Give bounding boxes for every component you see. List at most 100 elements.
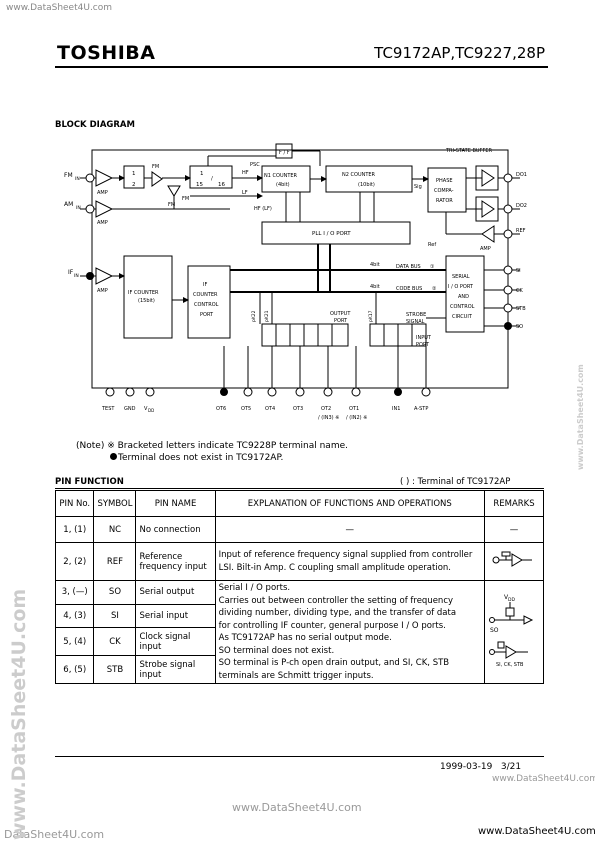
- block-diagram-title: BLOCK DIAGRAM: [55, 120, 135, 130]
- svg-text:IF: IF: [203, 282, 207, 288]
- svg-text:INPUT: INPUT: [416, 335, 432, 341]
- svg-text:OT2: OT2: [321, 406, 331, 412]
- svg-text:RATOR: RATOR: [436, 198, 453, 204]
- footer-watermark-2[interactable]: www.DataSheet4U.com: [232, 801, 362, 814]
- pin-function-title: PIN FUNCTION: [55, 477, 124, 487]
- table-row: 2, (2) REF Reference frequency input Inp…: [54, 542, 545, 581]
- svg-text:CK: CK: [516, 288, 523, 294]
- svg-text:DO1: DO1: [516, 172, 527, 178]
- footer-watermark-4[interactable]: www.DataSheet4U.com: [478, 826, 595, 837]
- svg-text:DATA BUS: DATA BUS: [396, 264, 421, 270]
- pin-title-rule: [55, 488, 544, 489]
- svg-text:SO: SO: [490, 627, 499, 634]
- svg-text:COUNTER: COUNTER: [193, 292, 218, 298]
- svg-text:OUTPUT: OUTPUT: [330, 311, 351, 317]
- svg-text:HF: HF: [242, 170, 249, 176]
- top-watermark-link[interactable]: www.DataSheet4U.com: [6, 3, 113, 13]
- svg-text:OT6: OT6: [216, 406, 226, 412]
- footer-date: 1999-03-19 3/21: [440, 762, 522, 772]
- svg-text:SO: SO: [516, 324, 523, 330]
- svg-text:STROBE: STROBE: [406, 312, 426, 318]
- svg-text:2: 2: [132, 182, 136, 188]
- svg-text:pK17: pK17: [368, 310, 374, 322]
- svg-text:CODE BUS: CODE BUS: [396, 286, 422, 292]
- svg-text:Ref: Ref: [428, 242, 436, 248]
- footer-rule: [55, 756, 544, 757]
- svg-text:AND: AND: [458, 294, 469, 300]
- svg-text:PORT: PORT: [334, 318, 348, 324]
- table-row: 5, (4) CK Clock signal input: [54, 627, 544, 657]
- svg-text:FM: FM: [182, 196, 189, 202]
- svg-text:SI, CK, STB: SI, CK, STB: [496, 662, 524, 668]
- svg-text:(4bit): (4bit): [276, 182, 290, 188]
- label-fmin: FM: [64, 172, 73, 179]
- pin-function-table: PIN No. SYMBOL PIN NAME EXPLANATION OF F…: [54, 490, 545, 684]
- svg-text:/: /: [211, 176, 213, 182]
- svg-text:AMP: AMP: [97, 220, 108, 226]
- svg-text:1: 1: [200, 171, 204, 177]
- side-watermark-right: www.DataSheet4U.com: [576, 364, 585, 470]
- serial-io-schematic: V DD SO SI, CK, STB: [483, 580, 545, 684]
- svg-text:4bit: 4bit: [370, 262, 380, 268]
- svg-text:AMP: AMP: [480, 246, 491, 252]
- svg-text:V: V: [144, 406, 148, 412]
- brand-logo: TOSHIBA: [57, 42, 156, 64]
- svg-text:DD: DD: [508, 597, 515, 603]
- block-diagram: FM IN AM IN IF IN AMP AMP AMP FM FM FM 1…: [64, 143, 527, 421]
- svg-text:PSC: PSC: [250, 162, 260, 168]
- svg-text:AM: AM: [64, 201, 73, 208]
- svg-text:COMPA-: COMPA-: [434, 188, 454, 194]
- svg-text:N1 COUNTER: N1 COUNTER: [264, 173, 298, 179]
- io-circuit-icon: V DD SO SI, CK, STB: [488, 594, 534, 668]
- svg-text:TRI-STATE BUFFER: TRI-STATE BUFFER: [445, 148, 492, 154]
- col-symbol: SYMBOL: [93, 490, 137, 517]
- svg-text:REF: REF: [516, 228, 526, 234]
- footer-watermark-3[interactable]: DataSheet4U.com: [4, 828, 105, 841]
- svg-text:(10bit): (10bit): [358, 182, 375, 188]
- svg-text:15: 15: [196, 182, 203, 188]
- svg-text:pK22: pK22: [251, 310, 257, 322]
- col-explanation: EXPLANATION OF FUNCTIONS AND OPERATIONS: [214, 490, 485, 517]
- svg-text:FM: FM: [152, 164, 159, 170]
- svg-text:(15bit): (15bit): [138, 298, 155, 304]
- svg-text:①: ①: [430, 264, 435, 270]
- svg-text:IF COUNTER: IF COUNTER: [128, 290, 159, 296]
- svg-text:HF (LF): HF (LF): [254, 206, 272, 212]
- svg-text:F / F: F / F: [279, 150, 290, 156]
- svg-text:pK21: pK21: [264, 310, 270, 322]
- pin-function-legend: ( ) : Terminal of TC9172AP: [400, 477, 511, 487]
- svg-text:OT4: OT4: [265, 406, 275, 412]
- note-line-1: (Note) ※ Bracketed letters indicate TC92…: [76, 441, 348, 451]
- svg-text:LF: LF: [242, 190, 248, 196]
- svg-text:Sig: Sig: [414, 184, 422, 190]
- svg-text:FM: FM: [168, 202, 175, 208]
- svg-text:SIGNAL: SIGNAL: [406, 319, 425, 325]
- svg-text:OT1: OT1: [349, 406, 359, 412]
- svg-text:PHASE: PHASE: [436, 178, 453, 184]
- svg-text:PLL I / O PORT: PLL I / O PORT: [312, 231, 351, 237]
- svg-text:16: 16: [218, 182, 225, 188]
- filled-dot-icon: [110, 453, 117, 460]
- side-watermark-left: www.DataSheet4U.com: [8, 588, 30, 840]
- header-rule: [55, 66, 548, 68]
- col-pin-no: PIN No.: [54, 490, 95, 517]
- svg-text:/ (IN2) ※: / (IN2) ※: [346, 415, 367, 421]
- svg-text:TEST: TEST: [101, 406, 115, 412]
- svg-text:V: V: [504, 594, 509, 601]
- svg-text:GND: GND: [124, 406, 136, 412]
- svg-text:②: ②: [432, 286, 437, 292]
- svg-text:PORT: PORT: [200, 312, 214, 318]
- amplifier-symbol-icon: [492, 551, 532, 567]
- svg-text:CONTROL: CONTROL: [450, 304, 475, 310]
- note-line-2: Terminal does not exist in TC9172AP.: [110, 453, 283, 463]
- footer-watermark-1[interactable]: www.DataSheet4U.com: [492, 774, 595, 784]
- col-pin-name: PIN NAME: [135, 490, 216, 517]
- svg-text:N2 COUNTER: N2 COUNTER: [342, 172, 376, 178]
- table-header-row: PIN No. SYMBOL PIN NAME EXPLANATION OF F…: [54, 490, 545, 517]
- svg-text:DD: DD: [148, 408, 154, 413]
- svg-text:SERIAL: SERIAL: [452, 274, 470, 280]
- serial-explanation: Serial I / O ports. Carries out between …: [214, 580, 485, 684]
- svg-text:DO2: DO2: [516, 203, 527, 209]
- svg-text:IN1: IN1: [392, 406, 400, 412]
- table-row: 3, (—) SO Serial output Serial I / O por…: [54, 580, 545, 684]
